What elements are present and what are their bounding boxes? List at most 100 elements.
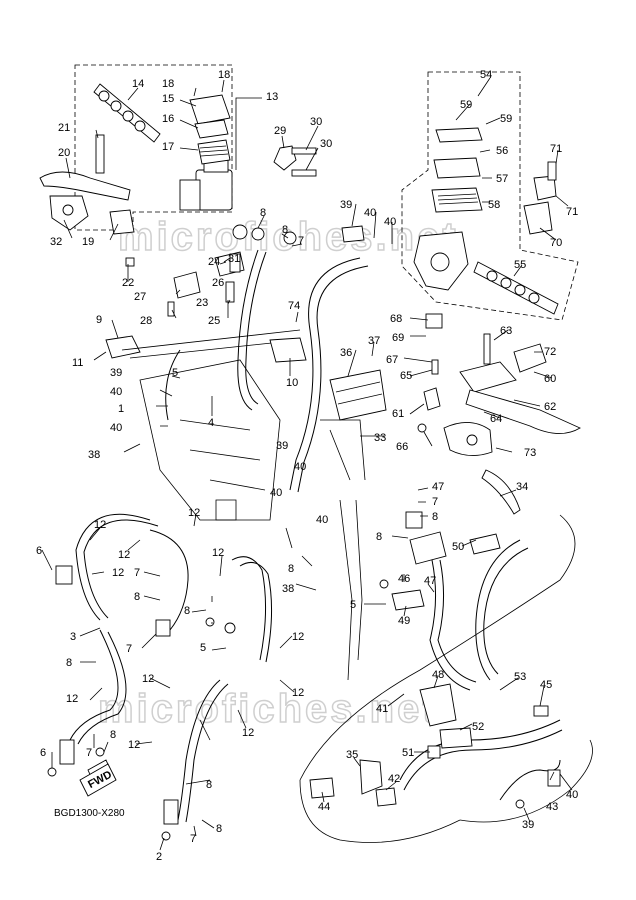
callout-label: 66	[396, 441, 408, 453]
callout-label: 65	[400, 370, 412, 382]
callout-label: 8	[134, 591, 140, 603]
leader-lines	[41, 77, 573, 851]
callout-label: 30	[310, 116, 322, 128]
callout-label: 69	[392, 332, 404, 344]
callout-label: 55	[514, 259, 526, 271]
callout-label: 8	[216, 823, 222, 835]
callout-label: 21	[58, 122, 70, 134]
callout-label: 11	[72, 357, 83, 369]
brake-hoses	[69, 249, 593, 843]
callout-label: 2	[156, 851, 162, 863]
callout-label: 59	[460, 99, 472, 111]
callout-label: 70	[550, 237, 562, 249]
watermark-bottom: microfiches.net	[98, 687, 439, 731]
callout-label: 67	[386, 354, 398, 366]
callout-label: 61	[392, 408, 404, 420]
callout-label: 16	[162, 113, 174, 125]
callout-label: 12	[292, 687, 304, 699]
callout-label: 62	[544, 401, 556, 413]
callout-label: 5	[350, 599, 356, 611]
callout-label: 38	[88, 449, 100, 461]
callout-label: 73	[524, 447, 536, 459]
callout-label: 32	[50, 236, 62, 248]
callout-label: 5	[172, 367, 178, 379]
callout-label: 18	[218, 69, 230, 81]
callout-label: 20	[58, 147, 70, 159]
callout-label: 4	[208, 417, 214, 429]
callout-label: 12	[112, 567, 124, 579]
callout-label: 12	[242, 727, 254, 739]
callout-label: 8	[288, 563, 294, 575]
callout-label: 39	[276, 440, 288, 452]
callout-label: 24	[208, 256, 220, 268]
callout-label: 18	[162, 78, 174, 90]
callout-label: 27	[134, 291, 146, 303]
callout-label: 12	[128, 739, 140, 751]
front-master-cylinder-assembly	[39, 83, 317, 359]
callout-label: 29	[274, 125, 286, 137]
callout-label: 28	[140, 315, 152, 327]
callout-label: 72	[544, 346, 556, 358]
callout-label: 45	[540, 679, 552, 691]
callout-label: 25	[208, 315, 220, 327]
callouts: 14 18 18 13 15 16 17 21 20 32 19 29 30 3…	[36, 69, 578, 863]
callout-label: 42	[388, 773, 400, 785]
frame-brackets	[121, 329, 387, 681]
callout-label: 8	[206, 779, 212, 791]
rear-master-cylinder-assembly	[341, 127, 581, 456]
callout-label: 47	[424, 575, 436, 587]
callout-label: 71	[566, 206, 578, 218]
callout-label: 44	[318, 801, 330, 813]
callout-label: 58	[488, 199, 500, 211]
callout-label: 68	[390, 313, 402, 325]
callout-label: 38	[282, 583, 294, 595]
callout-label: 60	[544, 373, 556, 385]
callout-label: 39	[522, 819, 534, 831]
callout-label: 41	[376, 703, 388, 715]
callout-label: 33	[374, 432, 386, 444]
callout-label: 31	[228, 253, 240, 265]
callout-label: 51	[402, 747, 414, 759]
callout-label: 13	[266, 91, 278, 103]
callout-label: 12	[66, 693, 78, 705]
callout-label: 54	[480, 69, 492, 81]
callout-label: 23	[196, 297, 208, 309]
callout-label: 19	[82, 236, 94, 248]
callout-label: 12	[94, 519, 106, 531]
callout-label: 48	[432, 669, 444, 681]
callout-label: 40	[110, 386, 122, 398]
callout-label: 57	[496, 173, 508, 185]
callout-label: 8	[66, 657, 72, 669]
callout-label: 8	[282, 224, 288, 236]
callout-label: 52	[472, 721, 484, 733]
callout-label: 39	[340, 199, 352, 211]
callout-label: 40	[384, 216, 396, 228]
callout-label: 64	[490, 413, 502, 425]
callout-label: 39	[110, 367, 122, 379]
callout-label: 56	[496, 145, 508, 157]
callout-label: 6	[36, 545, 42, 557]
callout-label: 10	[286, 377, 298, 389]
callout-label: 7	[298, 235, 304, 247]
callout-label: 46	[398, 573, 410, 585]
callout-label: 14	[132, 78, 144, 90]
callout-label: 40	[270, 487, 282, 499]
callout-label: 8	[432, 511, 438, 523]
callout-label: 17	[162, 141, 174, 153]
callout-label: 12	[212, 547, 224, 559]
callout-label: 3	[70, 631, 76, 643]
callout-label: 40	[294, 461, 306, 473]
callout-label: 40	[110, 422, 122, 434]
callout-label: 15	[162, 93, 174, 105]
callout-label: 53	[514, 671, 526, 683]
group-box-master-cylinder-right	[401, 71, 579, 321]
callout-label: 1	[118, 403, 124, 415]
callout-label: 43	[546, 801, 558, 813]
callout-label: 50	[452, 541, 464, 553]
callout-label: 8	[184, 605, 190, 617]
callout-label: 35	[346, 749, 358, 761]
callout-label: 74	[288, 300, 300, 312]
callout-label: 22	[122, 277, 134, 289]
callout-label: 40	[566, 789, 578, 801]
